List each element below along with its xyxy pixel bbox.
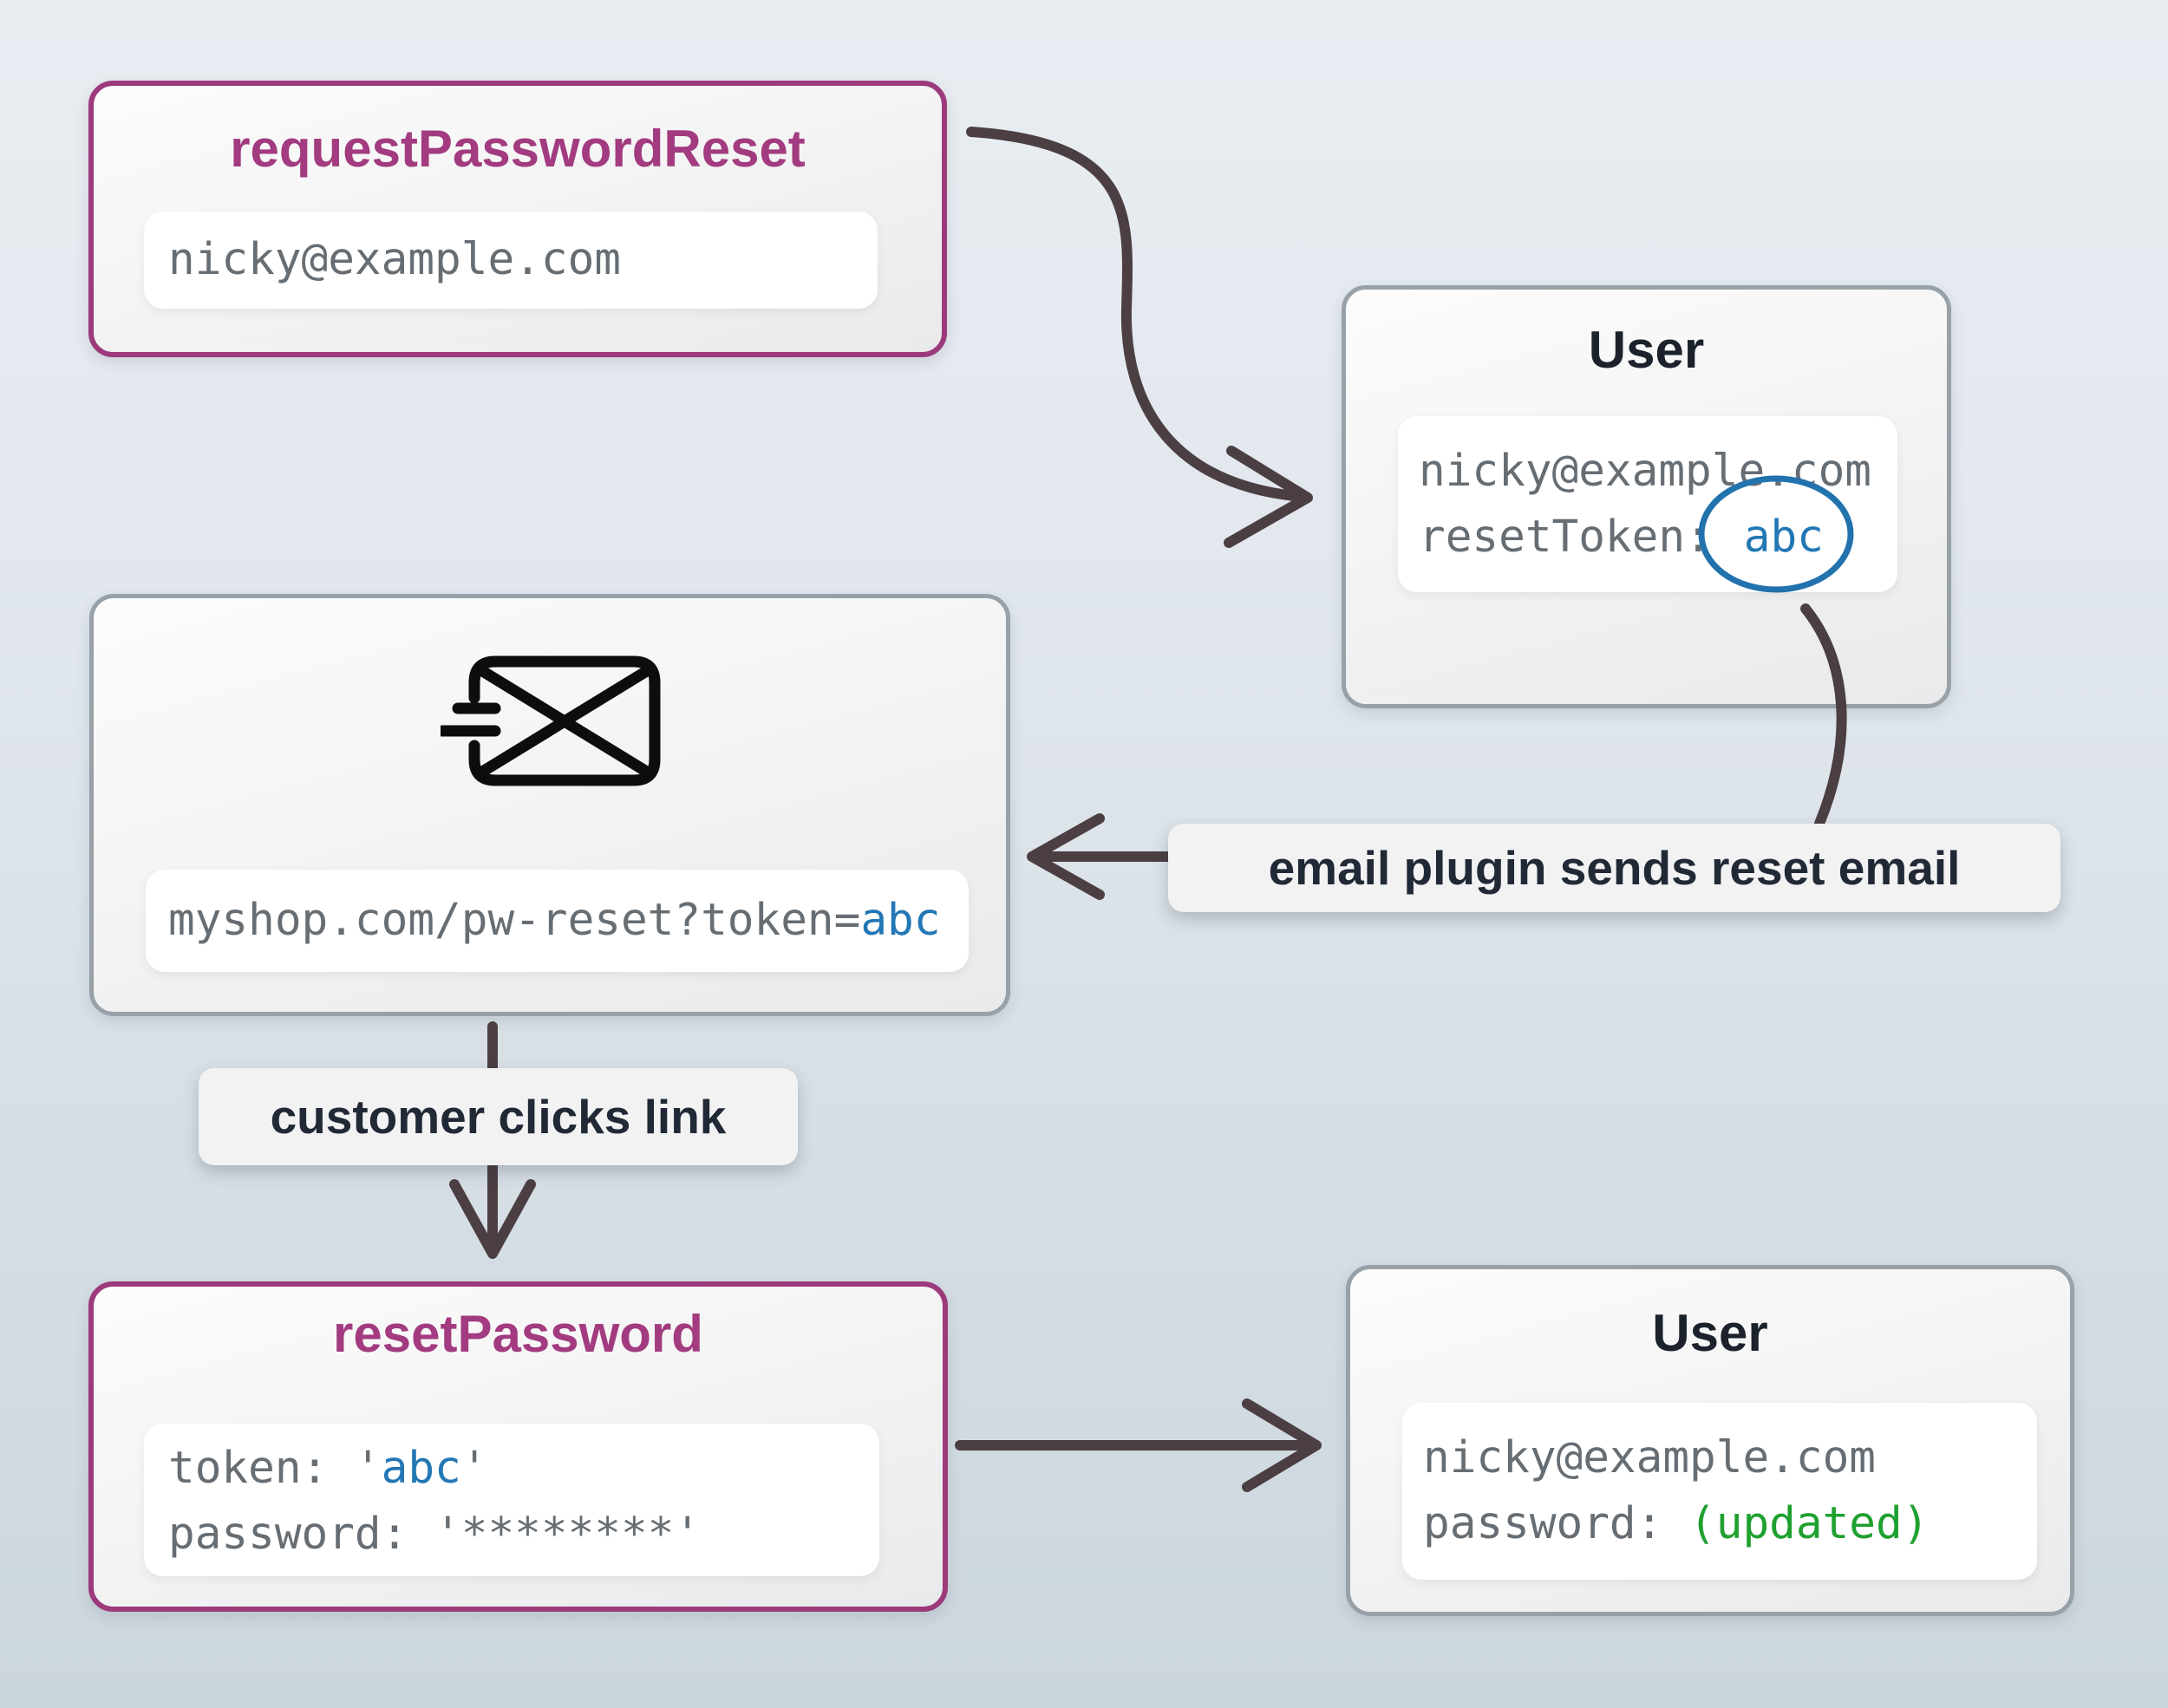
user-top-token-line: resetToken: abc (1419, 505, 1897, 570)
reset-token-key: resetToken: (1419, 512, 1712, 563)
node-request-password-reset: requestPasswordReset nicky@example.com (88, 81, 947, 357)
label-customer-clicks-text: customer clicks link (270, 1090, 727, 1144)
arrow-request-to-user (966, 127, 1313, 548)
user-bottom-email: nicky@example.com (1423, 1432, 1876, 1483)
node-reset-email: myshop.com/pw-reset?token=abc (89, 594, 1010, 1016)
reset-link-token: abc (860, 895, 941, 946)
reset-link-prefix: myshop.com/pw-reset?token= (168, 895, 861, 946)
reset-password-title: resetPassword (333, 1305, 703, 1363)
arrow-label-to-email (1027, 813, 1178, 900)
label-email-plugin-text: email plugin sends reset email (1268, 841, 1961, 895)
user-bottom-record: nicky@example.com password: (updated) (1402, 1403, 2037, 1580)
label-email-plugin: email plugin sends reset email (1168, 824, 2060, 912)
user-bottom-password-line: password: (updated) (1423, 1491, 2037, 1557)
reset-password-args: token: 'abc' password: '********' (144, 1424, 879, 1576)
token-arg-value: abc (381, 1443, 461, 1494)
user-top-record: nicky@example.com resetToken: abc (1398, 416, 1897, 592)
token-arg-suffix: ' (460, 1443, 488, 1494)
node-reset-password: resetPassword token: 'abc' password: '**… (88, 1281, 948, 1612)
reset-token-value: abc (1743, 512, 1824, 563)
password-key: password: (1423, 1498, 1690, 1549)
request-password-reset-title: requestPasswordReset (230, 120, 806, 178)
user-bottom-title: User (1652, 1304, 1768, 1362)
user-top-title: User (1588, 321, 1705, 379)
email-input: nicky@example.com (144, 212, 878, 309)
password-value: (updated) (1689, 1498, 1930, 1549)
send-email-icon (441, 655, 661, 786)
token-arg-prefix: token: ' (168, 1443, 382, 1494)
label-customer-clicks: customer clicks link (199, 1068, 798, 1165)
password-arg-line: password: '********' (168, 1509, 702, 1560)
node-user-bottom: User nicky@example.com password: (update… (1346, 1265, 2074, 1616)
node-user-top: User nicky@example.com resetToken: abc (1342, 285, 1951, 708)
email-input-value: nicky@example.com (168, 234, 621, 285)
token-arg-line: token: 'abc' (168, 1436, 879, 1502)
reset-link-text: myshop.com/pw-reset?token=abc (168, 888, 940, 954)
reset-link-url: myshop.com/pw-reset?token=abc (146, 870, 969, 972)
user-top-email: nicky@example.com (1419, 446, 1871, 497)
arrow-reset-password-to-user (955, 1398, 1322, 1492)
